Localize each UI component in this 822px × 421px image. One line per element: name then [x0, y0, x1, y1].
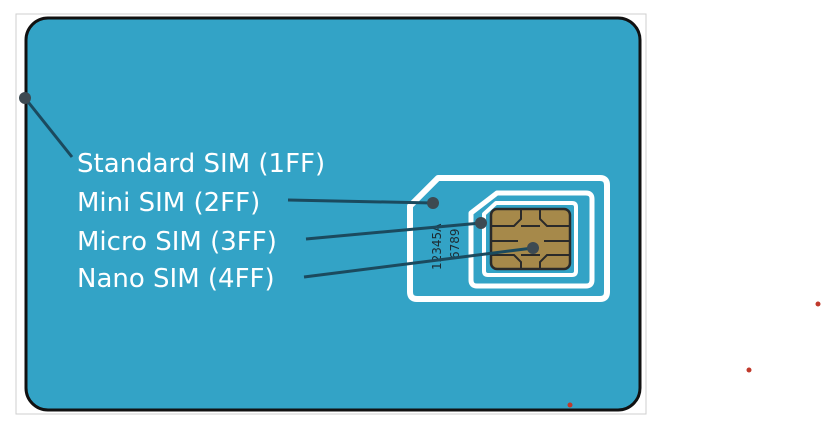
- label-micro-sim: Micro SIM (3FF): [77, 227, 277, 257]
- leader-dot-mini: [427, 197, 439, 209]
- leader-dots: [19, 92, 539, 254]
- nano-sim-outline: [482, 201, 578, 277]
- leader-line-standard: [23, 97, 74, 158]
- stray-dot: [567, 402, 573, 408]
- leader-line-micro: [305, 221, 482, 241]
- leader-dot-nano: [527, 242, 539, 254]
- leader-lines: [23, 97, 534, 279]
- serial-number-line2: 6789: [448, 228, 462, 259]
- chip-contact-pad: [489, 207, 572, 271]
- stray-dot: [815, 301, 821, 307]
- label-standard-sim: Standard SIM (1FF): [77, 149, 325, 179]
- label-mini-sim: Mini SIM (2FF): [77, 188, 260, 218]
- sim-chip: [489, 207, 572, 271]
- sim-labels: Standard SIM (1FF) Mini SIM (2FF) Micro …: [77, 149, 325, 294]
- leader-line-nano: [303, 246, 534, 279]
- chip-contact-lines: [491, 209, 570, 269]
- label-nano-sim: Nano SIM (4FF): [77, 264, 275, 294]
- mini-sim-outline: [407, 175, 610, 302]
- stray-dots: [567, 301, 821, 408]
- leader-dot-micro: [475, 217, 487, 229]
- stray-dot: [746, 367, 752, 373]
- standard-sim-card: [24, 16, 642, 412]
- serial-number-line1: 12345A: [430, 223, 444, 270]
- micro-sim-outline: [468, 190, 595, 289]
- leader-line-mini: [287, 198, 434, 205]
- leader-dot-standard: [19, 92, 31, 104]
